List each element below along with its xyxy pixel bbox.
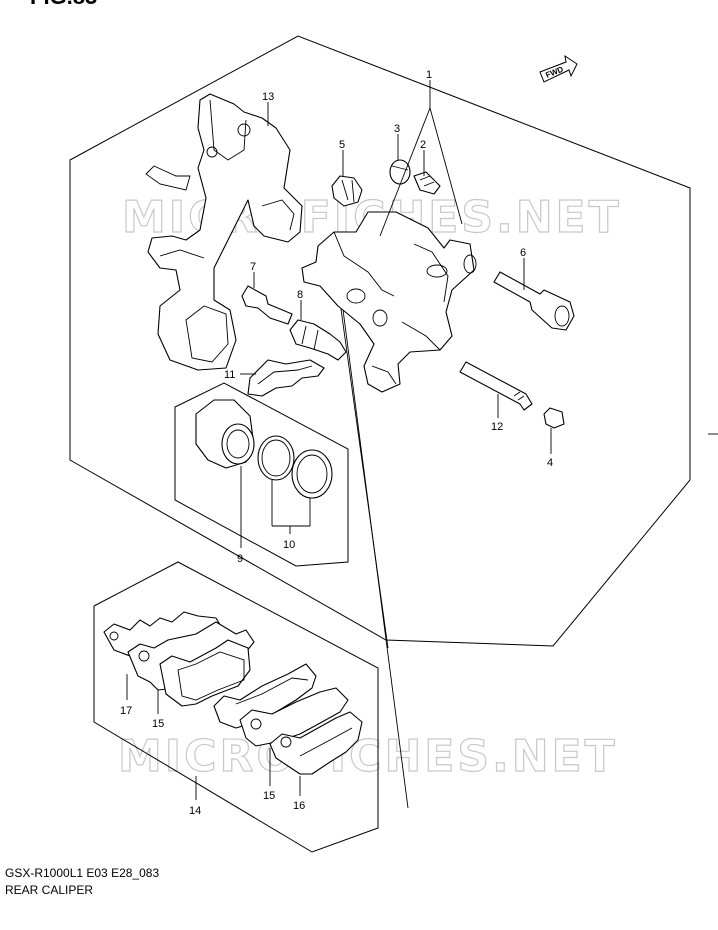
callout-2: 2 — [420, 139, 426, 151]
pad-pin — [459, 361, 533, 411]
slide-boot — [289, 319, 347, 361]
callout-7: 7 — [250, 261, 256, 273]
callout-5: 5 — [339, 139, 345, 151]
fwd-label: FWD — [544, 65, 564, 80]
leader-lines — [126, 80, 552, 800]
watermark-bottom: MICROFICHES.NET — [118, 731, 618, 782]
pad-backing-plate-lower — [239, 687, 349, 747]
callout-1: 1 — [426, 69, 432, 81]
piston-seal-frame — [174, 382, 349, 567]
mounting-bolt — [493, 271, 575, 331]
caliper-piston — [195, 399, 255, 469]
bleeder-valve — [413, 171, 441, 195]
caliper-body — [301, 211, 477, 393]
diagram-name: REAR CALIPER — [5, 883, 94, 897]
callout-15-lower: 15 — [263, 790, 275, 802]
caliper-assembly-frame — [69, 35, 691, 647]
brake-pad-frame — [93, 561, 379, 853]
callout-6: 6 — [520, 247, 526, 259]
callout-4: 4 — [547, 457, 553, 469]
callout-9: 9 — [237, 553, 243, 565]
brake-pad-left — [159, 639, 251, 707]
piston-seal-dust — [257, 435, 295, 481]
callout-10: 10 — [283, 539, 295, 551]
brake-pad-right — [213, 663, 317, 729]
callout-3: 3 — [394, 123, 400, 135]
callout-11: 11 — [224, 369, 235, 381]
piston-seal — [291, 449, 333, 499]
model-code: GSX-R1000L1 E03 E28_083 — [5, 866, 160, 880]
pin-plug — [543, 407, 565, 429]
caliper-bracket — [145, 93, 303, 371]
pad-spring — [247, 359, 325, 397]
fwd-arrow-icon: FWD — [539, 54, 578, 83]
caliper-plug — [331, 175, 363, 207]
callout-8: 8 — [297, 289, 303, 301]
callout-15-upper: 15 — [152, 718, 164, 730]
guide-line — [341, 301, 409, 809]
figure-title: FIG.83 — [30, 0, 97, 9]
callout-16: 16 — [293, 800, 305, 812]
callout-12: 12 — [491, 421, 503, 433]
callout-17: 17 — [120, 705, 132, 717]
pad-shim-lower — [269, 711, 363, 775]
pad-backing-plate — [127, 621, 255, 691]
slide-pin — [241, 285, 293, 325]
callout-14: 14 — [189, 805, 201, 817]
callout-13: 13 — [262, 91, 274, 103]
bleeder-cap — [389, 159, 411, 185]
